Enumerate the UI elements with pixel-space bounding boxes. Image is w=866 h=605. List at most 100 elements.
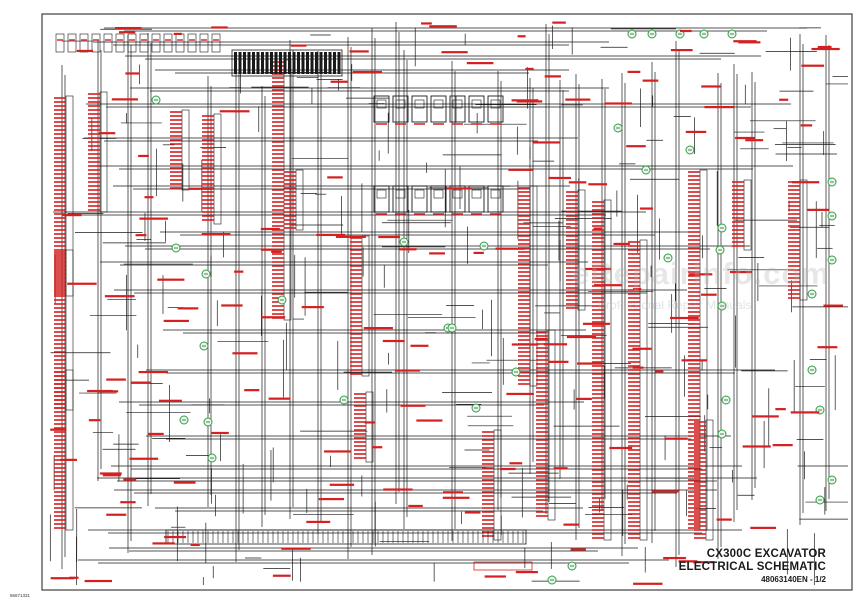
relay	[430, 95, 447, 123]
connector-pin-column	[213, 113, 222, 225]
fuse-cell	[139, 33, 149, 53]
fuse-cell	[103, 33, 113, 53]
component-label	[509, 462, 523, 465]
component-label	[324, 450, 351, 453]
ground-bar	[473, 561, 533, 571]
component-label	[416, 419, 443, 422]
fuse-cell	[199, 33, 209, 53]
component-label	[585, 267, 612, 271]
component-label	[655, 370, 664, 373]
component-label	[588, 183, 608, 186]
component-label	[552, 21, 566, 24]
connector-pin-column	[65, 249, 74, 411]
connector-pin-column	[799, 179, 808, 301]
component-label	[400, 404, 426, 407]
harness-pin	[324, 52, 327, 74]
fuse-cell	[91, 33, 101, 53]
component-label	[750, 526, 776, 529]
relay-coil	[452, 189, 463, 199]
component-label	[594, 284, 622, 287]
component-label	[443, 491, 463, 494]
component-label	[593, 227, 602, 230]
component-label	[410, 344, 429, 347]
relay	[468, 185, 485, 213]
component-label	[301, 306, 324, 309]
component-label	[664, 437, 688, 440]
harness-pin	[274, 52, 278, 74]
component-label	[201, 233, 231, 236]
component-label	[363, 326, 393, 330]
harness-pin	[238, 52, 242, 74]
component-label	[99, 472, 122, 475]
component-label	[67, 282, 97, 285]
component-label	[260, 227, 280, 231]
component-label	[680, 29, 692, 33]
component-label	[506, 392, 534, 396]
component-label	[378, 235, 401, 239]
component-label	[775, 408, 786, 411]
component-label	[330, 80, 348, 83]
component-label	[632, 347, 652, 350]
component-label	[576, 397, 592, 400]
component-label	[752, 415, 779, 418]
component-label	[663, 556, 686, 560]
component-label	[801, 64, 825, 67]
component-label	[811, 47, 840, 51]
component-label	[473, 251, 484, 255]
component-label	[244, 389, 260, 392]
component-label	[163, 319, 189, 323]
connector-pin-column	[743, 179, 752, 251]
harness-pin	[310, 52, 314, 74]
fuse-cell	[67, 33, 77, 53]
component-label	[104, 295, 135, 298]
component-label	[534, 337, 548, 341]
relay-coil	[433, 99, 444, 109]
relay-coil	[471, 99, 482, 109]
component-label	[188, 187, 214, 190]
harness-pin	[270, 52, 273, 74]
component-label	[817, 45, 832, 49]
component-label	[139, 217, 168, 220]
component-label	[129, 457, 159, 460]
component-label	[98, 132, 116, 135]
component-label	[548, 176, 571, 180]
component-labels	[50, 21, 843, 585]
component-label	[272, 574, 291, 577]
relay-coil	[376, 189, 387, 199]
relay-coil	[414, 189, 425, 199]
fuse-cell	[55, 33, 65, 53]
relay	[373, 95, 390, 123]
component-label	[685, 130, 707, 134]
harness-pin	[283, 52, 287, 74]
component-label	[120, 501, 136, 504]
component-label	[135, 234, 147, 237]
title-block: CX300C EXCAVATOR ELECTRICAL SCHEMATIC 48…	[679, 548, 826, 585]
relay	[487, 185, 504, 213]
component-label	[633, 287, 642, 291]
component-label	[219, 110, 250, 113]
harness-pin	[252, 52, 255, 74]
component-label	[87, 389, 113, 393]
component-label	[692, 561, 715, 564]
connector-pin-column	[493, 429, 502, 541]
relay-coil	[471, 189, 482, 199]
component-label	[532, 141, 560, 144]
relay	[411, 185, 428, 213]
schematic-title-line-1: CX300C EXCAVATOR	[706, 548, 826, 560]
component-label	[733, 40, 757, 43]
component-label	[177, 307, 199, 310]
relay	[449, 95, 466, 123]
component-label	[371, 446, 383, 449]
component-label	[164, 535, 187, 539]
component-label	[327, 176, 343, 179]
component-label	[566, 335, 597, 339]
component-label	[106, 513, 127, 516]
harness-pin	[247, 52, 251, 74]
component-label	[152, 542, 175, 545]
component-label	[633, 582, 663, 585]
component-label	[382, 339, 405, 343]
component-label	[106, 378, 126, 381]
component-label	[88, 419, 101, 422]
component-label	[442, 496, 470, 499]
drawing-code: 86671331	[10, 593, 31, 598]
